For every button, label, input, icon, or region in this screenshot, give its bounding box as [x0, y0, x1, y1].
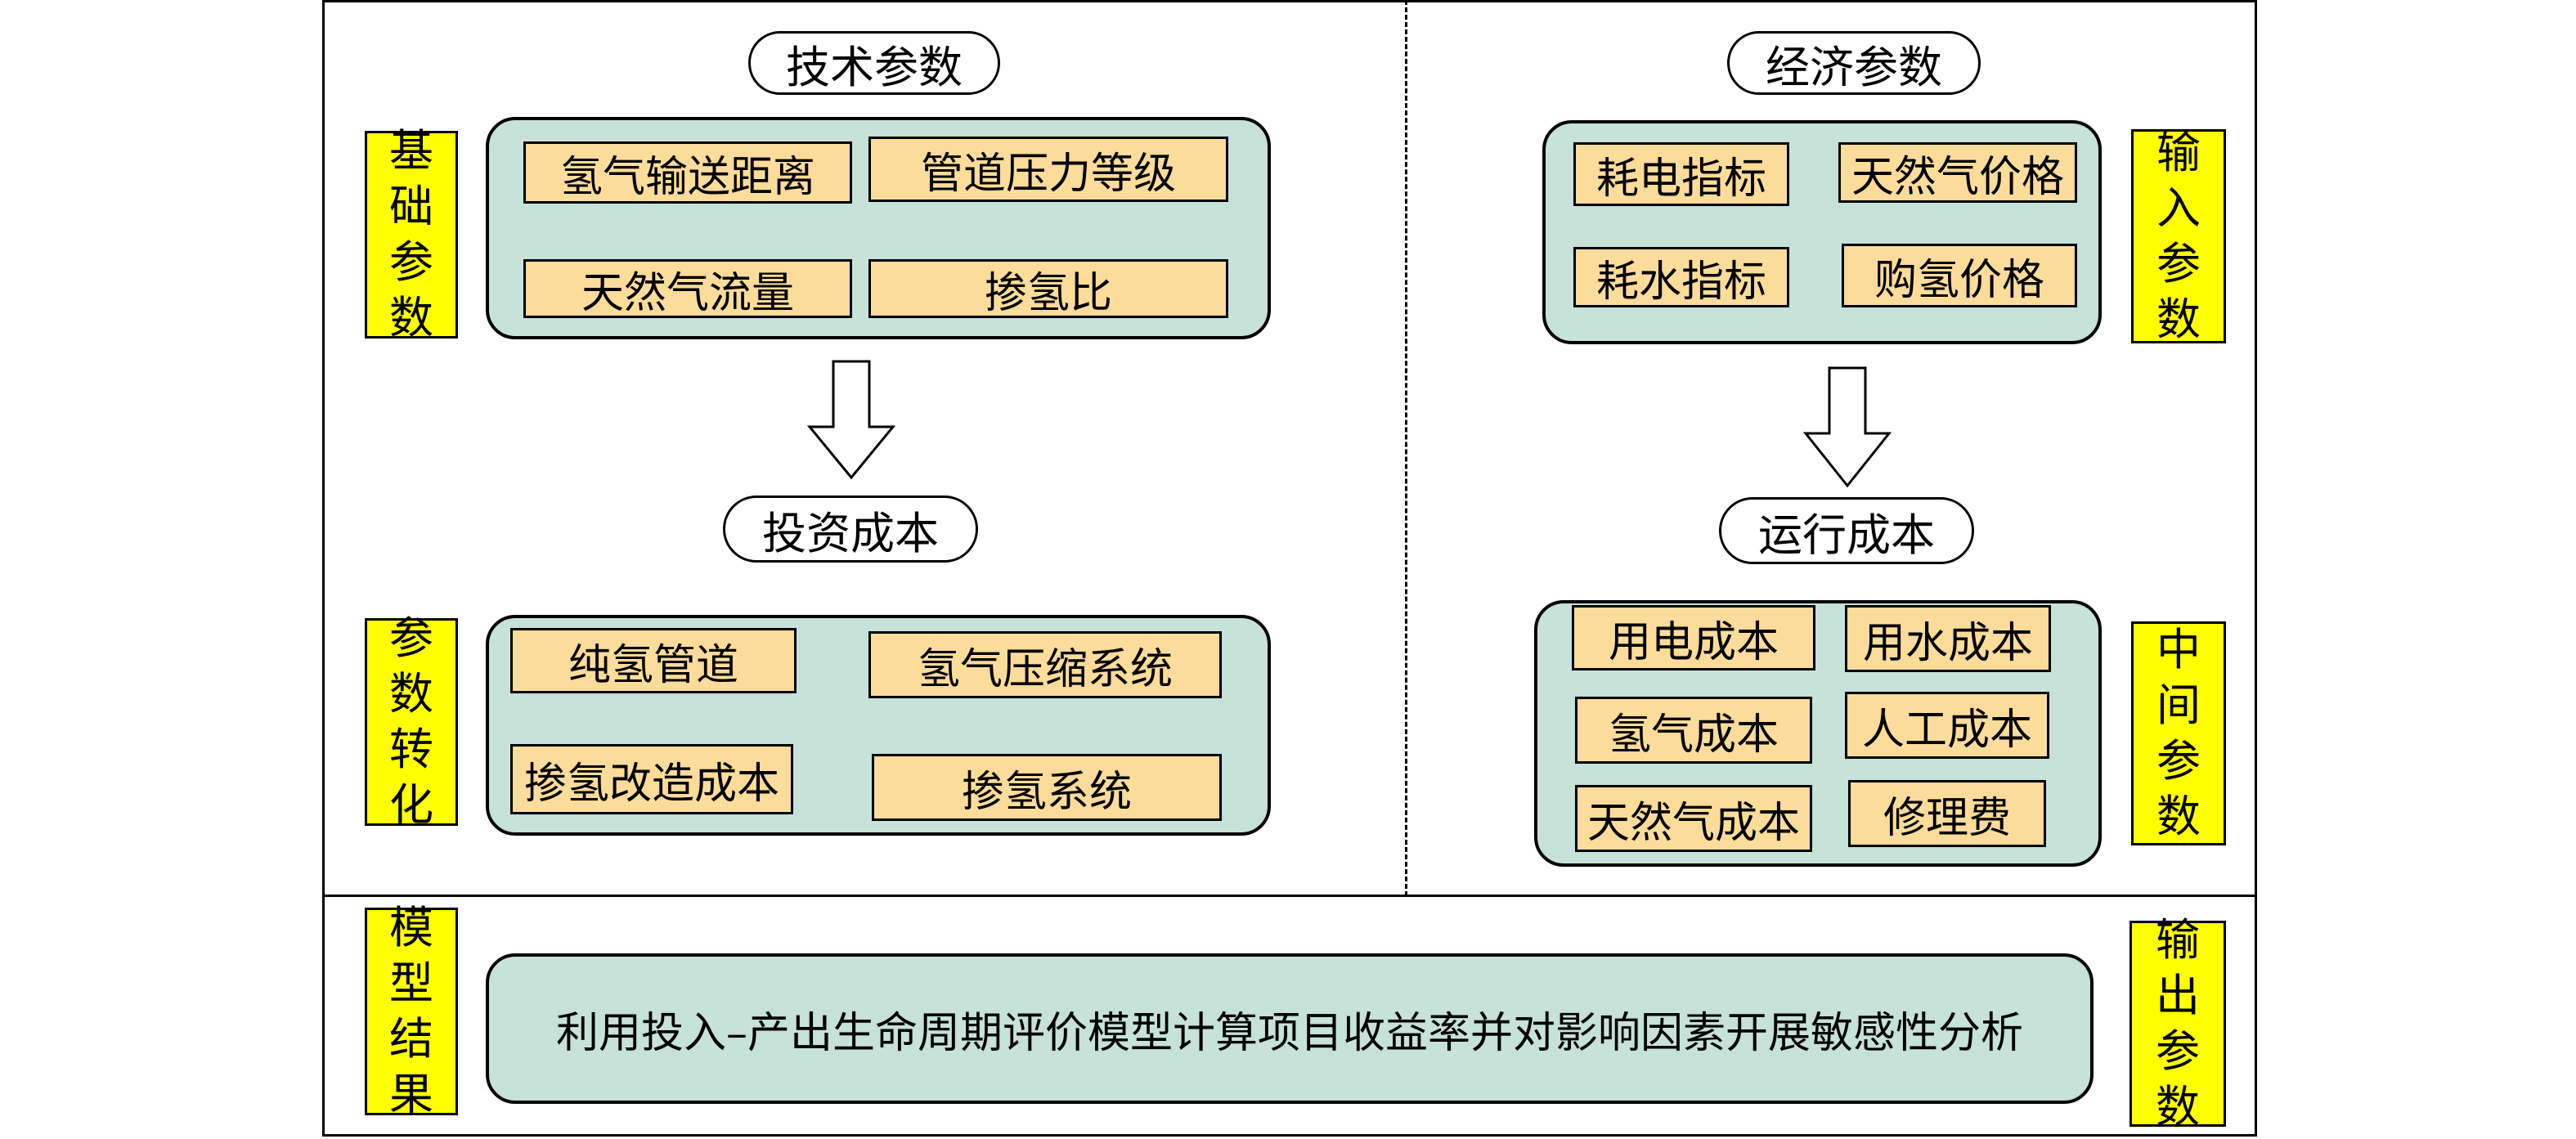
- item-labor-cost: 人工成本: [1845, 692, 2049, 759]
- diagram-frame: [322, 0, 2257, 1137]
- tag-model-result: 模型结果: [365, 902, 458, 1120]
- tag-basic-params: 基础参数: [365, 125, 458, 343]
- item-gas-flow: 天然气流量: [523, 259, 852, 318]
- column-divider: [1405, 0, 1407, 896]
- item-pure-hydrogen-pipeline: 纯氢管道: [510, 628, 797, 693]
- tag-intermediate-params: 中间参数: [2131, 621, 2226, 845]
- item-hydrogen-price: 购氢价格: [1842, 244, 2077, 307]
- result-description: 利用投入–产出生命周期评价模型计算项目收益率并对影响因素开展敏感性分析: [486, 953, 2094, 1104]
- item-pipeline-pressure: 管道压力等级: [868, 137, 1228, 202]
- item-natural-gas-cost: 天然气成本: [1575, 785, 1812, 852]
- section-divider: [322, 895, 2257, 897]
- item-blending-ratio: 掺氢比: [868, 259, 1228, 318]
- technical-params-title: 技术参数: [748, 31, 1000, 95]
- item-power-index: 耗电指标: [1573, 142, 1789, 206]
- down-arrow-left: [806, 360, 896, 480]
- tag-param-conversion: 参数转化: [365, 612, 458, 831]
- item-retrofit-cost: 掺氢改造成本: [510, 744, 793, 814]
- economic-params-title: 经济参数: [1727, 31, 1981, 95]
- item-electricity-cost: 用电成本: [1572, 605, 1815, 670]
- item-repair-cost: 修理费: [1848, 780, 2046, 847]
- item-blending-system: 掺氢系统: [872, 754, 1222, 821]
- down-arrow-right: [1802, 366, 1892, 488]
- item-gas-price: 天然气价格: [1838, 142, 2077, 203]
- item-hydrogen-distance: 氢气输送距离: [523, 141, 852, 204]
- item-water-cost: 用水成本: [1845, 605, 2051, 672]
- item-hydrogen-compression: 氢气压缩系统: [868, 631, 1222, 698]
- tag-input-params: 输入参数: [2131, 127, 2226, 345]
- tag-output-params: 输出参数: [2129, 914, 2226, 1132]
- investment-cost-title: 投资成本: [723, 496, 978, 563]
- item-hydrogen-cost: 氢气成本: [1575, 697, 1812, 764]
- operating-cost-title: 运行成本: [1719, 497, 1974, 564]
- item-water-index: 耗水指标: [1573, 247, 1789, 307]
